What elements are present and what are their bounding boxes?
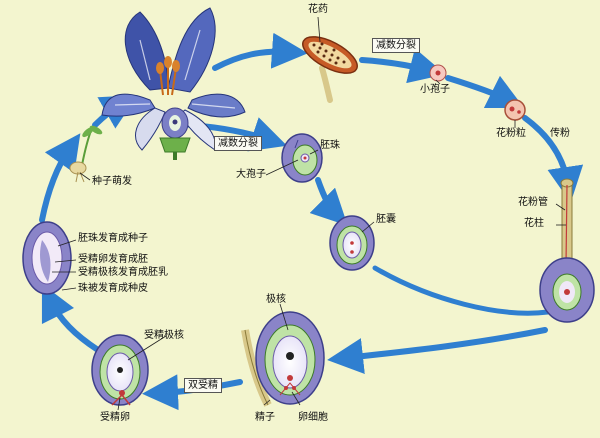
- ovule-illustration: [281, 133, 323, 183]
- seed-illustration: [22, 221, 72, 295]
- label-seed-germination: 种子萌发: [92, 176, 132, 187]
- label-double-fertilization: 双受精: [184, 378, 222, 393]
- label-microspore: 小孢子: [420, 84, 450, 95]
- anther-illustration: [302, 36, 358, 103]
- label-anther: 花药: [308, 4, 328, 15]
- flower-illustration: [101, 7, 246, 160]
- label-integument-to-coat: 珠被发育成种皮: [78, 283, 148, 294]
- embryo-sac-illustration: [329, 215, 375, 271]
- fertilized-ovule-illustration: [91, 334, 149, 406]
- double-fertilization-illustration: [241, 311, 325, 407]
- label-zygote: 受精卵: [100, 412, 130, 423]
- label-meiosis-top: 减数分裂: [372, 38, 420, 53]
- label-ovule: 胚珠: [320, 140, 340, 151]
- label-style: 花柱: [524, 218, 544, 229]
- arrow-anther-to-microspore: [359, 48, 446, 84]
- arrow-embryosac-to-fertilization: [372, 265, 551, 316]
- label-pollination: 传粉: [550, 128, 570, 139]
- arrow-ovule-to-embryosac: [309, 177, 348, 226]
- microspore-cell: [429, 64, 447, 82]
- label-meiosis-mid: 减数分裂: [214, 136, 262, 151]
- pistil-illustration: [539, 178, 595, 323]
- arrow-seed-to-germination: [39, 133, 81, 223]
- germinating-seed-illustration: [69, 125, 103, 183]
- pollen-grain-cell: [504, 99, 526, 121]
- label-fertilized-polar: 受精极核: [144, 330, 184, 341]
- leader-lines: [52, 16, 566, 411]
- arrow-microspore-to-pollen: [445, 75, 525, 109]
- cycle-arrows: [39, 32, 584, 411]
- label-zygote-to-embryo: 受精卵发育成胚: [78, 254, 148, 265]
- label-megaspore: 大孢子: [236, 169, 266, 180]
- label-embryo-sac: 胚囊: [376, 214, 396, 225]
- label-egg-cell: 卵细胞: [298, 412, 328, 423]
- arrow-fertilization-to-double: [327, 327, 548, 374]
- arrow-fertilized-to-seed: [41, 283, 101, 353]
- label-sperm: 精子: [255, 412, 275, 423]
- label-ovule-to-seed: 胚珠发育成种子: [78, 233, 148, 244]
- label-polar-to-endosperm: 受精极核发育成胚乳: [78, 267, 168, 278]
- label-pollen-grain: 花粉粒: [496, 128, 526, 139]
- arrow-flower-to-anther: [212, 32, 308, 71]
- label-polar-nuclei: 极核: [266, 294, 286, 305]
- label-pollen-tube: 花粉管: [518, 197, 548, 208]
